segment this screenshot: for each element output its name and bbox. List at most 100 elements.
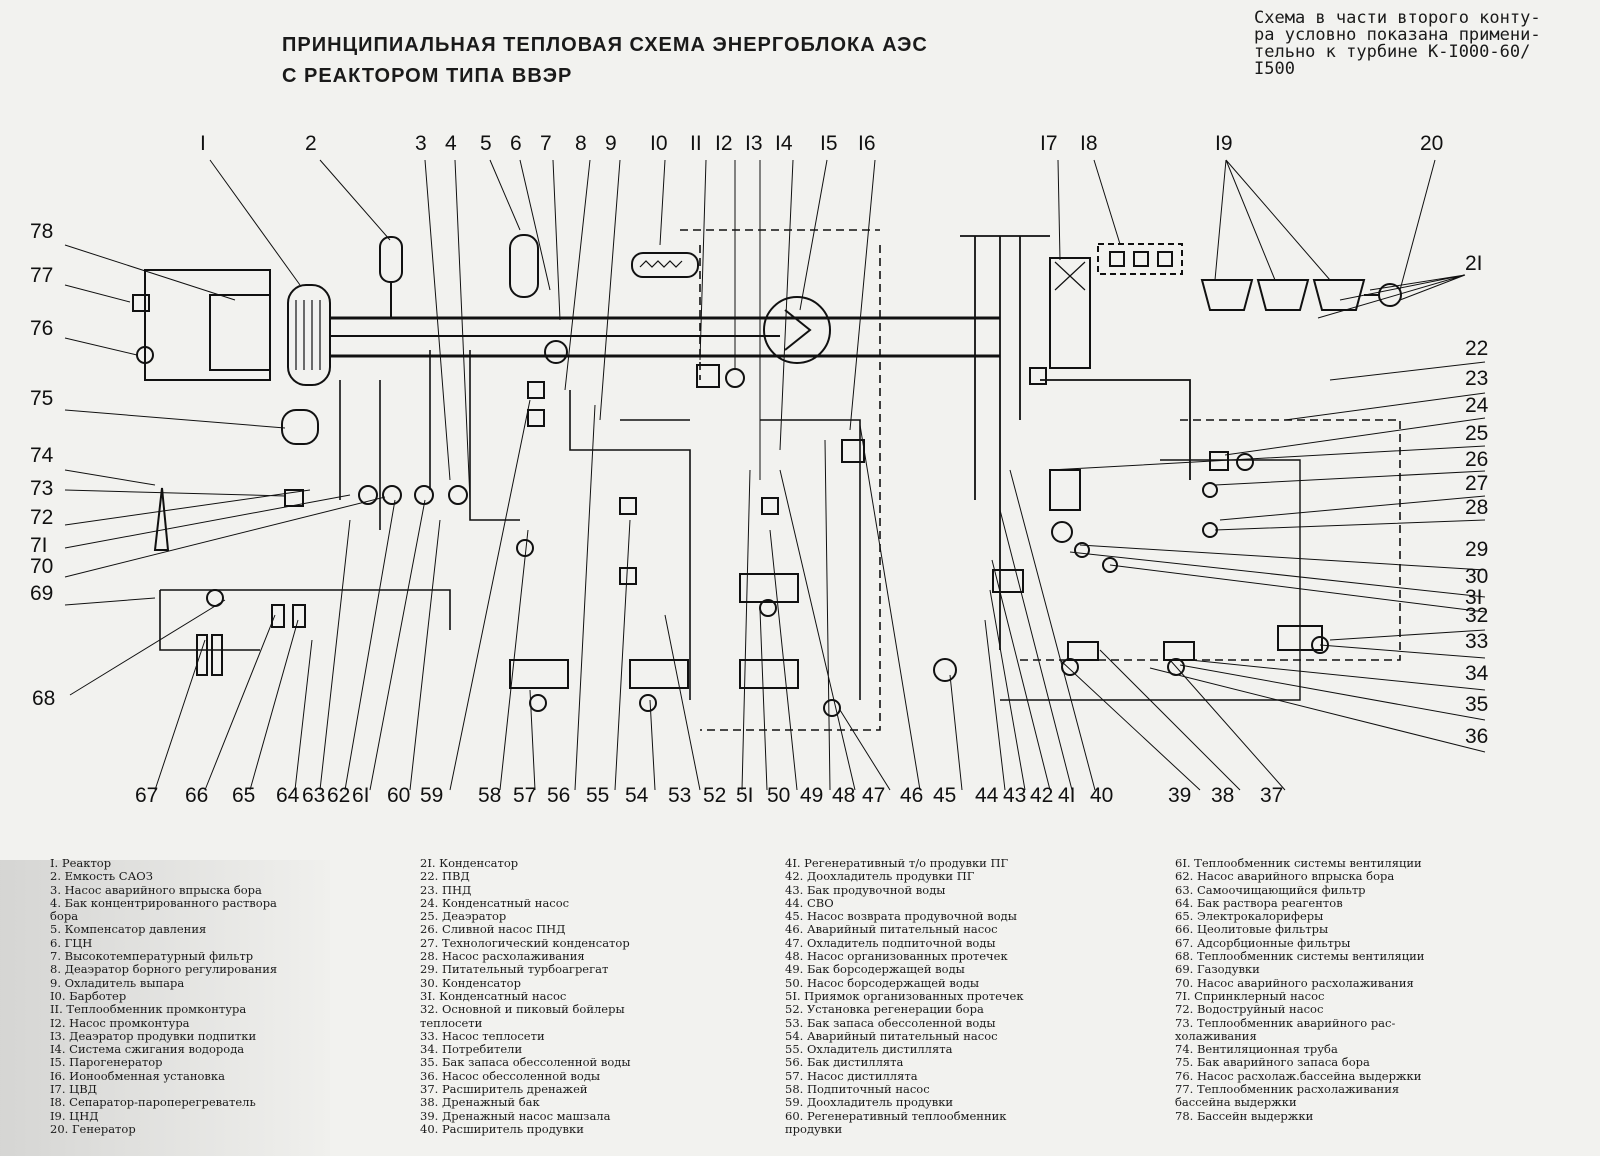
callout-number: 2I	[1465, 252, 1483, 275]
hp-turbine	[1049, 257, 1091, 369]
demin-tank-53	[629, 659, 689, 689]
legend-item: холаживания	[1175, 1028, 1257, 1043]
reactor-vessel	[287, 284, 331, 386]
callout-number: 45	[933, 784, 956, 807]
legend-item: 6. ГЦН	[50, 935, 93, 950]
callout-number: 63	[302, 784, 325, 807]
pump-26	[1202, 482, 1218, 498]
callout-number: I7	[1040, 132, 1058, 155]
callout-number: 66	[185, 784, 208, 807]
pump-12	[725, 368, 745, 388]
legend-item: 69. Газодувки	[1175, 962, 1260, 977]
legend-item: 7I. Спринклерный насос	[1175, 988, 1325, 1003]
lp-turbine-3	[1312, 279, 1366, 311]
pump-50	[759, 599, 777, 617]
callout-number: 59	[420, 784, 443, 807]
legend-item: 44. СВО	[785, 895, 834, 910]
legend-item: I9. ЦНД	[50, 1108, 99, 1123]
legend-item: 67. Адсорбционные фильтры	[1175, 935, 1351, 950]
callout-number: 20	[1420, 132, 1443, 155]
callout-number: 40	[1090, 784, 1113, 807]
boron-emergency-tank	[281, 409, 319, 445]
legend-item: 24. Конденсатный насос	[420, 895, 570, 910]
boron-tank-lower	[739, 659, 799, 689]
hx-11	[696, 364, 720, 388]
callout-number: 43	[1003, 784, 1026, 807]
callout-number: I2	[715, 132, 733, 155]
legend-item: 36. Насос обессоленной воды	[420, 1068, 601, 1083]
legend-item: 74. Вентиляционная труба	[1175, 1042, 1338, 1057]
legend-item: 46. Аварийный питательный насос	[785, 922, 998, 937]
legend-item: I8. Сепаратор-пароперегреватель	[50, 1095, 256, 1110]
legend-item: 28. Насос расхолаживания	[420, 949, 585, 964]
legend-item: I7. ЦВД	[50, 1082, 97, 1097]
hx-77	[132, 294, 150, 312]
callout-number: 23	[1465, 367, 1488, 390]
legend-item: 48. Насос организованных протечек	[785, 949, 1008, 964]
legend-item: 72. Водоструйный насос	[1175, 1002, 1324, 1017]
turbine-note: Схема в части второго конту- ра условно …	[1254, 8, 1541, 79]
legend-item: 63. Самоочищающийся фильтр	[1175, 882, 1366, 897]
pump-33	[1311, 636, 1329, 654]
legend-item: 3. Насос аварийного впрыска бора	[50, 882, 262, 897]
schematic-drawing	[64, 159, 1486, 791]
legend-item: продувки	[785, 1121, 843, 1136]
pump-3	[448, 485, 468, 505]
callout-number: 4I	[1058, 784, 1076, 807]
callout-number: 4	[445, 132, 457, 155]
title-line-1: ПРИНЦИПИАЛЬНАЯ ТЕПЛОВАЯ СХЕМА ЭНЕРГОБЛОК…	[282, 34, 928, 56]
legend-item: 64. Бак раствора реагентов	[1175, 895, 1343, 910]
legend-item: I4. Система сжигания водорода	[50, 1042, 245, 1057]
callout-number: 44	[975, 784, 999, 807]
filter-67a	[196, 634, 208, 676]
callout-number: 6I	[352, 784, 370, 807]
callout-number: 52	[703, 784, 726, 807]
legend-item: 66. Цеолитовые фильтры	[1175, 922, 1329, 937]
legend-item: 20. Генератор	[50, 1121, 136, 1136]
legend-item: 22. ПВД	[420, 869, 470, 884]
lp-turbine-2	[1256, 279, 1310, 311]
legend-item: II. Теплообменник промконтура	[50, 1002, 247, 1017]
legend-item: 47. Охладитель подпиточной воды	[785, 935, 996, 950]
legend-item: 65. Электрокалориферы	[1175, 909, 1324, 924]
callout-number: 53	[668, 784, 691, 807]
callout-number: 33	[1465, 630, 1488, 653]
callout-number: 67	[135, 784, 158, 807]
pump-69	[206, 589, 224, 607]
callout-number: 25	[1465, 422, 1488, 445]
legend-item: I. Реактор	[50, 856, 112, 870]
callout-number: 65	[232, 784, 255, 807]
callout-number: 38	[1211, 784, 1234, 807]
callout-number: 27	[1465, 472, 1488, 495]
blowdown-tank-43	[992, 569, 1024, 593]
callout-number: 2	[305, 132, 317, 155]
callout-number: 64	[276, 784, 300, 807]
legend-item: I5. Парогенератор	[50, 1055, 163, 1070]
relief-tank	[631, 252, 699, 278]
legend-item: бора	[50, 909, 79, 924]
legend-item: I3. Деаэратор продувки подпитки	[50, 1028, 257, 1043]
callout-number: 73	[30, 477, 53, 500]
hx-13b	[619, 567, 637, 585]
callout-number: 5I	[736, 784, 754, 807]
legend-item: 70. Насос аварийного расхолаживания	[1175, 975, 1414, 990]
callout-number: I9	[1215, 132, 1233, 155]
hx-73	[284, 489, 304, 507]
callout-number: 5	[480, 132, 492, 155]
callout-number: 47	[862, 784, 885, 807]
callout-number: 28	[1465, 496, 1488, 519]
callout-number: I6	[858, 132, 876, 155]
callout-number: 48	[832, 784, 855, 807]
filter-67b	[211, 634, 223, 676]
lp-turbine-1	[1200, 279, 1254, 311]
main-circulation-pump	[544, 340, 568, 364]
hx-14	[761, 497, 779, 515]
callout-number: I	[200, 132, 206, 155]
legend-item: 2. Емкость САОЗ	[50, 869, 153, 884]
pump-54	[639, 694, 657, 712]
callout-number: 56	[547, 784, 570, 807]
legend-item: 29. Питательный турбоагрегат	[420, 962, 609, 977]
callout-number: 32	[1465, 604, 1488, 627]
